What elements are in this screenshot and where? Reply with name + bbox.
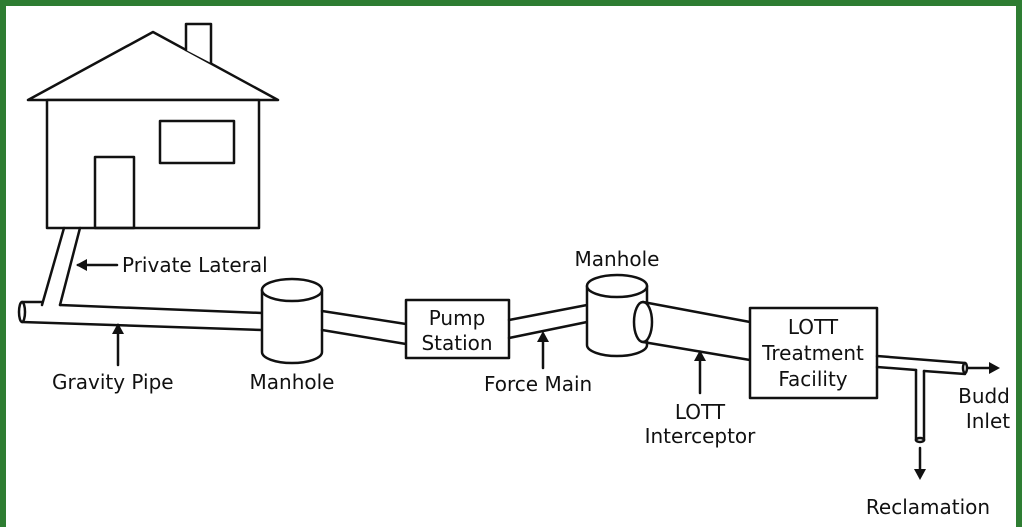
gravity-pipe-end	[17, 300, 27, 324]
arrow-private-lateral	[76, 259, 119, 271]
label-pump-station-line2: Station	[421, 331, 492, 355]
gravity-pipe	[17, 300, 264, 332]
pump-station-box	[404, 298, 511, 360]
label-lott-interceptor-line1: LOTT	[675, 400, 726, 424]
label-private-lateral: Private Lateral	[122, 253, 268, 277]
label-pump-station-line1: Pump	[429, 306, 486, 330]
label-treatment-line2: Treatment	[761, 341, 864, 365]
force-main-pipe	[507, 303, 589, 340]
arrows	[76, 259, 1000, 480]
label-reclamation: Reclamation	[866, 495, 990, 519]
house-window	[158, 119, 236, 165]
arrow-force-main	[537, 331, 549, 370]
arrow-gravity-pipe	[112, 323, 124, 367]
reclamation-pipe-end	[914, 436, 926, 444]
reclamation-pipe	[914, 368, 926, 444]
outfall-pipe	[875, 354, 969, 376]
label-force-main: Force Main	[484, 372, 592, 396]
outfall-pipe-end	[961, 361, 969, 375]
house-door	[93, 155, 136, 230]
label-treatment-line1: LOTT	[788, 315, 839, 339]
interceptor-inlet	[632, 300, 654, 344]
manhole-1	[260, 277, 324, 365]
label-budd-inlet-line1: Budd	[958, 384, 1010, 408]
house-roof	[26, 30, 280, 102]
treatment-facility-box	[748, 306, 879, 400]
private-lateral-pipe	[40, 226, 82, 307]
arrow-budd-inlet	[966, 362, 1000, 374]
arrow-reclamation	[914, 446, 926, 480]
pipe-to-pump-station	[320, 309, 408, 346]
label-gravity-pipe: Gravity Pipe	[52, 370, 174, 394]
label-treatment-line3: Facility	[778, 367, 847, 391]
lott-interceptor-pipe	[641, 300, 752, 362]
label-lott-interceptor-line2: Interceptor	[645, 424, 757, 448]
label-budd-inlet-line2: Inlet	[966, 409, 1010, 433]
label-manhole-1: Manhole	[250, 370, 335, 394]
manhole-2	[585, 273, 654, 358]
house-chimney	[184, 22, 213, 65]
arrow-lott-interceptor	[694, 350, 706, 395]
label-manhole-2: Manhole	[575, 247, 660, 271]
house	[26, 22, 280, 230]
